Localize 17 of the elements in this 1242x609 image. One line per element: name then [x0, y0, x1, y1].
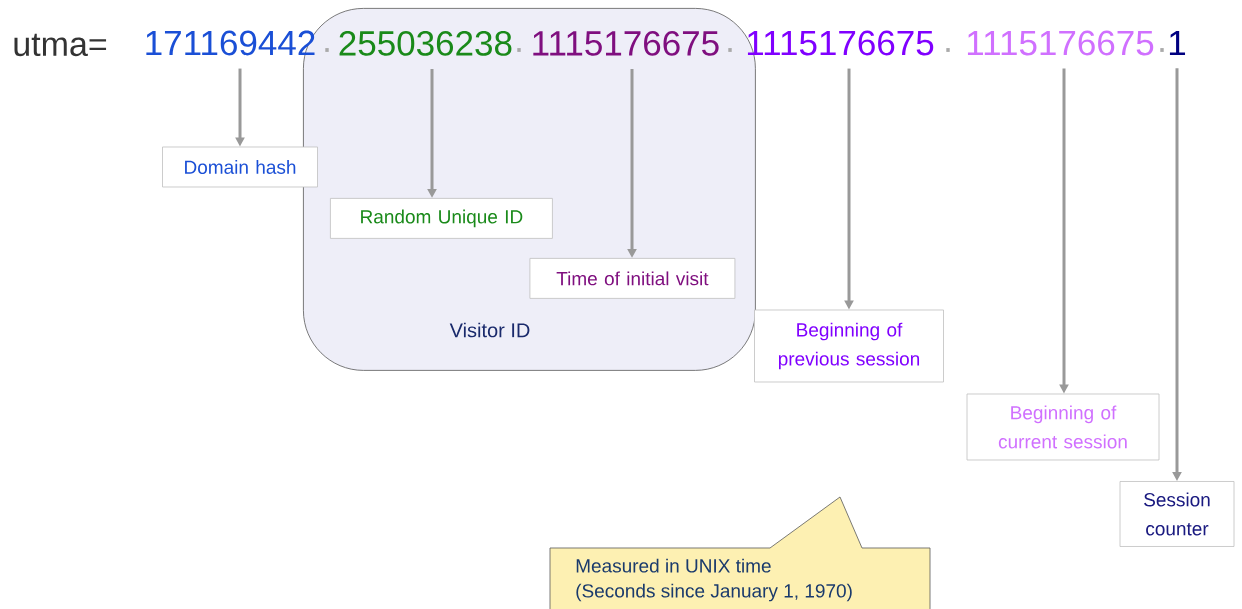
dot-separator: . — [946, 48, 950, 52]
dot-separator: . — [325, 48, 329, 52]
label-box: Beginning of previous session — [754, 309, 944, 383]
label-box: Random Unique ID — [330, 198, 553, 239]
number-text: 1115176675 — [967, 30, 1154, 56]
callout-bubble: Measured in UNIX time (Seconds since January 1, 1970) — [549, 496, 931, 609]
label-box: Session counter — [1119, 481, 1235, 547]
number-text: 1 — [1169, 30, 1186, 56]
dot-separator: . — [1160, 48, 1164, 52]
label-box: Time of initial visit — [529, 258, 736, 299]
dot-separator: . — [728, 48, 732, 52]
label-box: Domain hash — [162, 146, 318, 188]
dot-separator: . — [517, 48, 521, 52]
number-text: 1115176675 — [533, 31, 719, 56]
label-box: Beginning of current session — [966, 393, 1160, 461]
number-text: 255036238 — [339, 31, 512, 56]
prefix-text: utma= — [14, 33, 107, 57]
